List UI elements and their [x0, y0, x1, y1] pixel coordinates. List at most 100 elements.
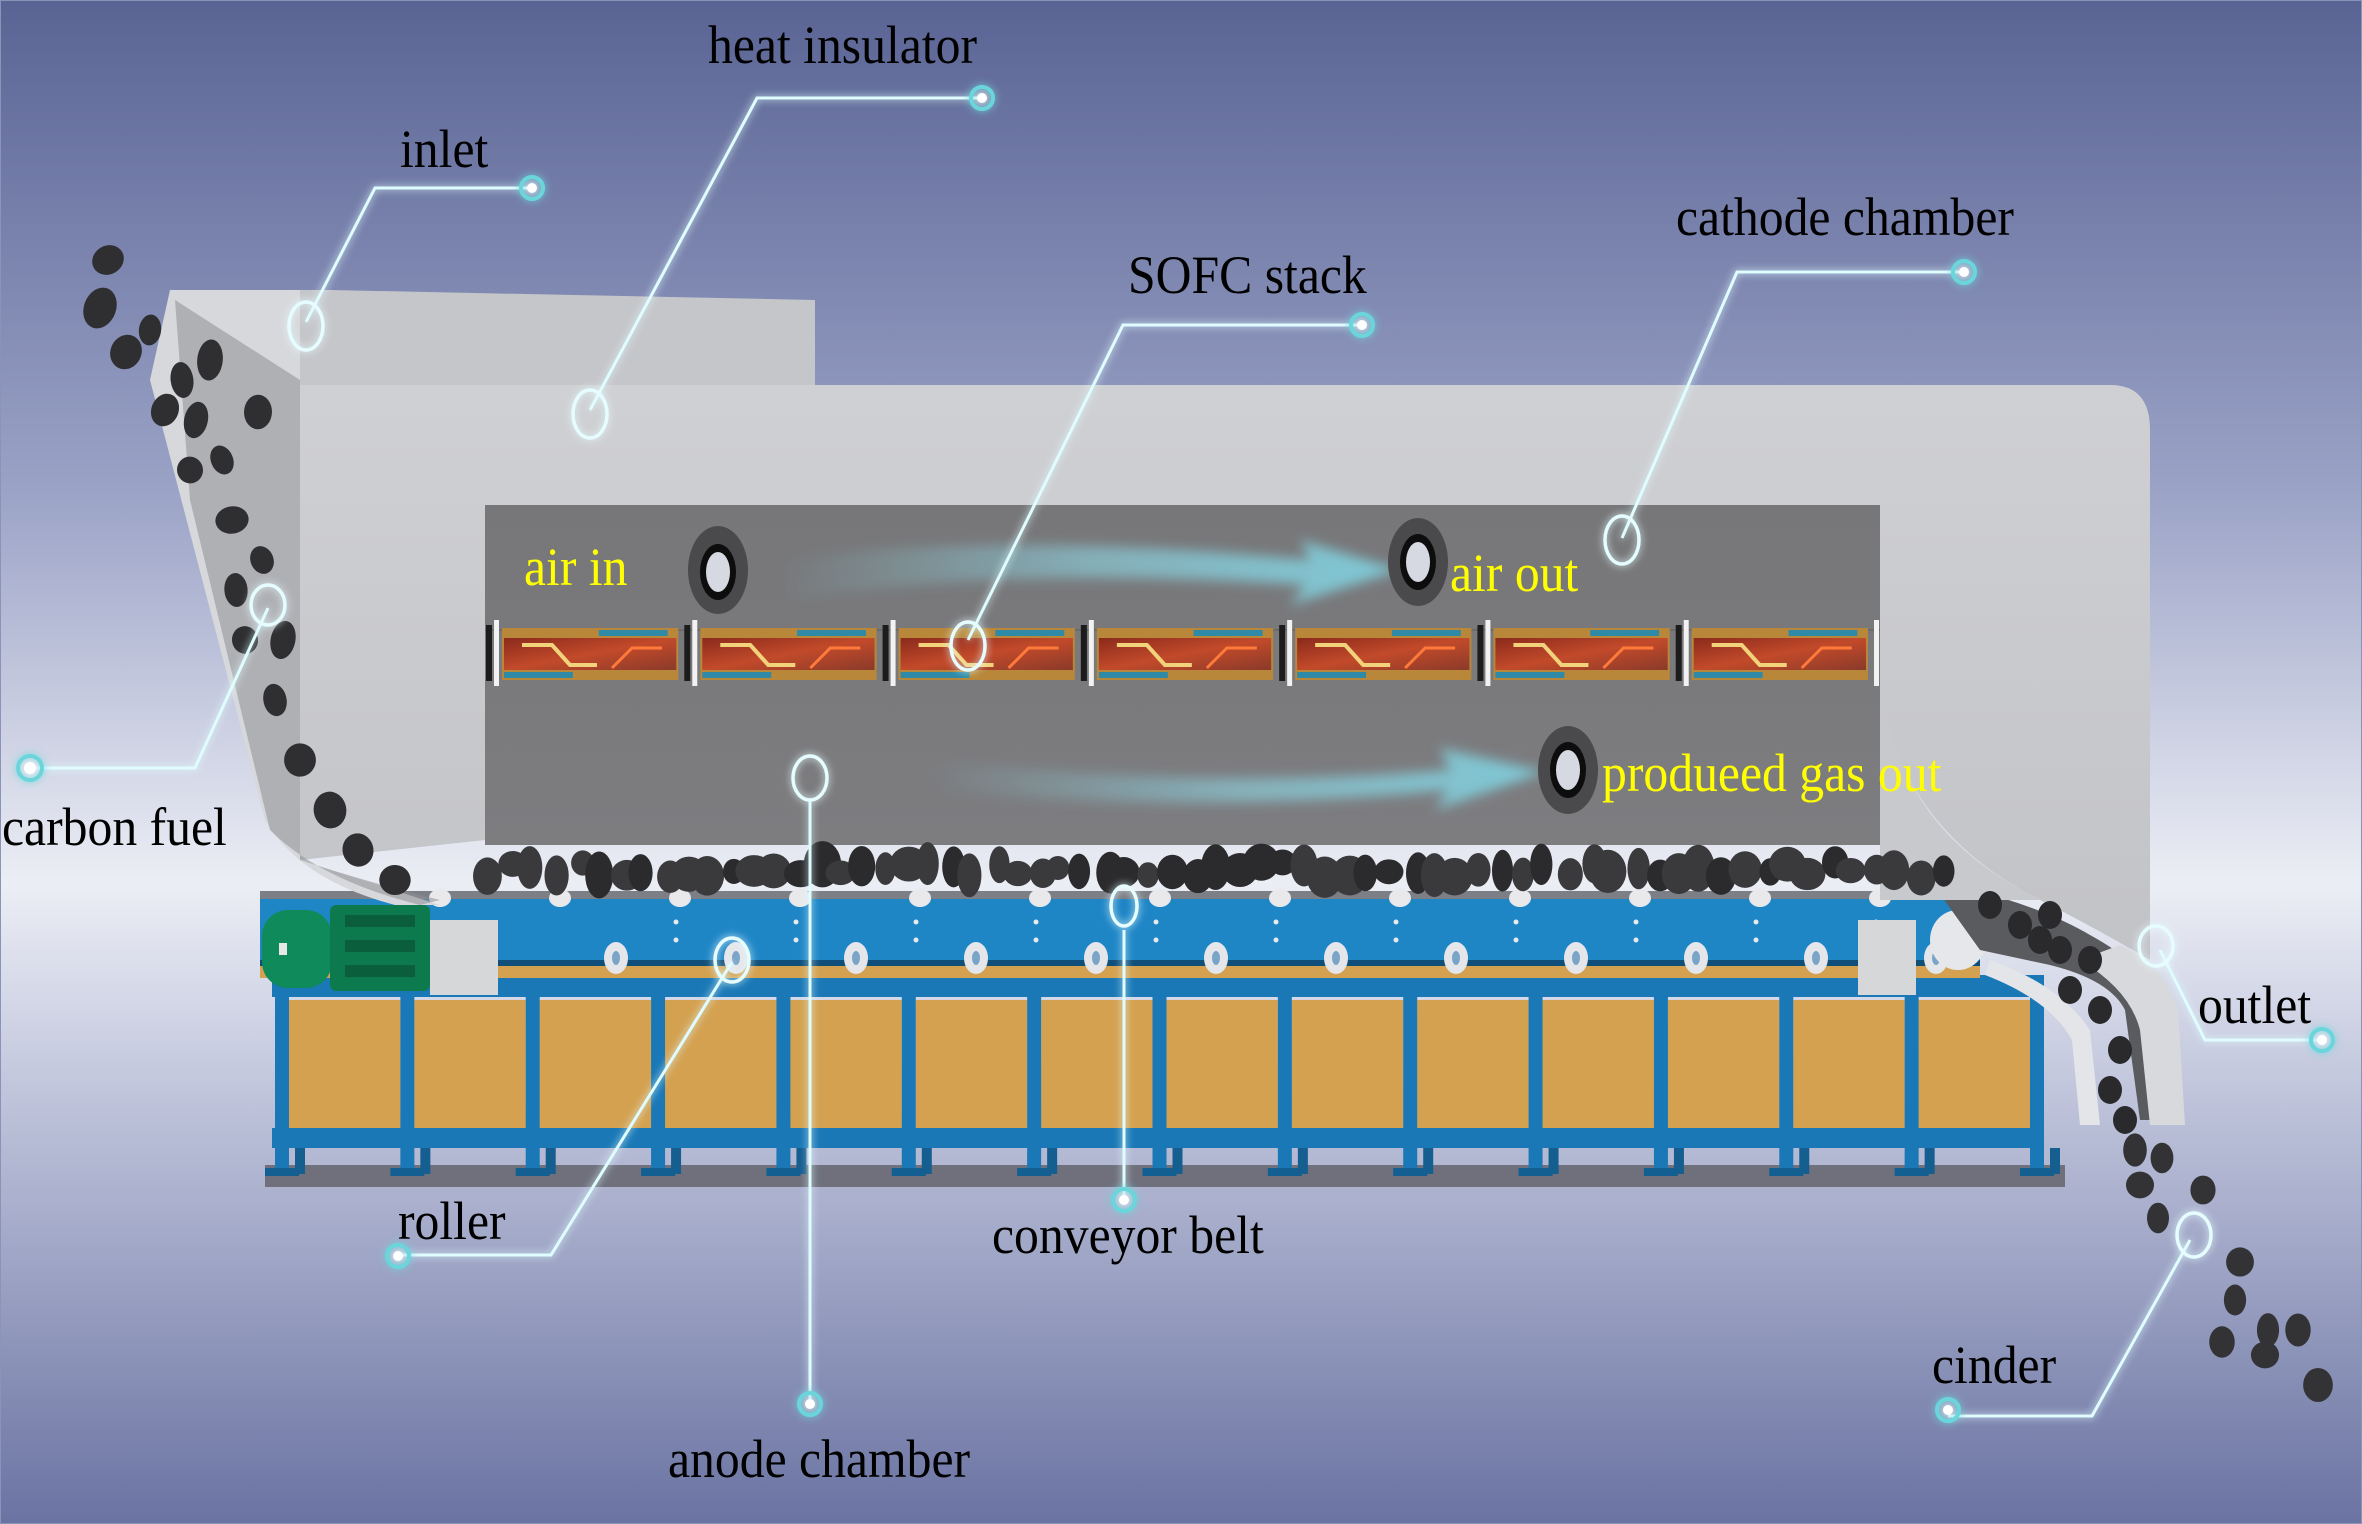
side-roller — [964, 919, 1039, 974]
side-roller — [604, 919, 679, 974]
cinder-particle — [2250, 1341, 2280, 1369]
frame-foot — [1518, 1168, 1553, 1176]
coal-particle — [1156, 854, 1188, 890]
sofc-cell — [882, 620, 1075, 686]
sofc-stack — [486, 620, 1879, 686]
frame-post — [1277, 975, 1292, 1175]
callout-line-outlet — [2158, 949, 2320, 1042]
frame-panel — [915, 1000, 1028, 1128]
cinder-particle — [2125, 1171, 2155, 1199]
top-roller — [1509, 889, 1531, 907]
coal-particle — [825, 860, 856, 886]
frame-post — [275, 975, 289, 1175]
top-roller — [789, 889, 811, 907]
callout-line-inlet — [304, 186, 530, 323]
callout-line-cathode-chamber — [1620, 270, 1962, 539]
coal-particle — [92, 245, 124, 275]
frame-foot — [265, 1168, 299, 1176]
frame-foot — [1142, 1168, 1177, 1176]
label-carbon-fuel: carbon fuel — [2, 797, 227, 857]
side-roller — [1444, 919, 1519, 974]
side-roller — [1204, 919, 1279, 974]
conveyor-belt-end-dot — [1111, 1187, 1137, 1213]
coal-particle — [585, 851, 614, 899]
label-anode-chamber: anode chamber — [668, 1429, 971, 1489]
frame-foot — [390, 1168, 425, 1176]
coal-particle — [2058, 976, 2082, 1004]
anode-chamber-anchor-ring — [791, 754, 829, 802]
callout-line-carbon-fuel — [30, 607, 270, 770]
frame-post — [1027, 975, 1042, 1175]
roller-end-dot — [385, 1243, 411, 1269]
drive-motor — [262, 905, 1986, 995]
frame-foot — [891, 1168, 926, 1176]
label-air-out: air out — [1450, 543, 1579, 603]
cinder-particle — [2226, 1247, 2254, 1277]
sofc-cell — [486, 620, 679, 686]
gas-out-port — [1538, 726, 1598, 814]
stack-separator — [1683, 620, 1689, 686]
coal-particle — [957, 853, 982, 898]
cinder-particle — [2209, 1326, 2235, 1358]
coal-particle — [1978, 891, 2002, 919]
stack-separator — [692, 620, 698, 686]
coal-particle — [1511, 857, 1534, 892]
callout-line-cinder — [1948, 1239, 2192, 1418]
cinder-particle — [2150, 1142, 2174, 1174]
sofc-stack-anchor-ring — [949, 620, 987, 672]
coal-particle — [1932, 855, 1955, 887]
frame-post — [776, 975, 791, 1175]
stack-separator — [494, 620, 499, 686]
coal-particle — [1003, 860, 1033, 887]
frame-panel — [1667, 1000, 1780, 1128]
coal-particle — [1835, 857, 1866, 884]
label-roller: roller — [398, 1191, 506, 1251]
coal-particle — [197, 339, 223, 381]
coal-particle — [2113, 1106, 2137, 1134]
frame-panel — [1291, 1000, 1404, 1128]
frame-foot — [1894, 1168, 1929, 1176]
coal-particle — [2048, 936, 2072, 964]
top-roller — [1749, 889, 1771, 907]
coal-particle — [1557, 858, 1583, 891]
frame-foot — [515, 1168, 550, 1176]
inlet-anchor-ring — [287, 300, 325, 352]
coal-particle — [83, 287, 117, 329]
coal-particle — [1436, 857, 1473, 896]
sofc-stack-end-dot — [1349, 312, 1375, 338]
side-roller — [1324, 919, 1399, 974]
frame-panel — [790, 1000, 902, 1128]
coal-particle — [210, 445, 234, 475]
frame-panel — [539, 1000, 652, 1128]
carbon-fuel-end-dot — [16, 754, 44, 782]
coal-particle — [284, 743, 316, 777]
air-flow-arrow — [780, 540, 1400, 605]
coal-particle — [1530, 843, 1553, 886]
coal-particle — [1906, 860, 1936, 896]
coal-particle — [170, 362, 194, 398]
frame-post — [1528, 975, 1543, 1175]
stack-separator — [1485, 620, 1491, 686]
roller-anchor-ring — [713, 936, 751, 984]
coal-particle — [2008, 911, 2032, 939]
frame-post — [901, 975, 916, 1175]
air-out-port — [1388, 518, 1448, 606]
frame-post — [2030, 975, 2044, 1175]
frame-post — [1403, 975, 1418, 1175]
frame-post — [1653, 975, 1668, 1175]
coal-particle — [177, 456, 203, 484]
coal-particle — [517, 846, 543, 889]
coal-particle — [916, 842, 939, 886]
coal-particle — [1705, 857, 1736, 895]
conveyor-belt — [260, 889, 2131, 978]
sofc-cell — [1477, 620, 1670, 686]
side-roller — [1684, 919, 1759, 974]
sofc-cell — [1279, 620, 1472, 686]
cinder-particle — [2147, 1202, 2170, 1234]
top-roller — [1269, 889, 1291, 907]
coal-particle — [2038, 901, 2062, 929]
coal-particle — [110, 334, 142, 370]
coal-particle — [756, 853, 792, 889]
coal-particle — [1878, 850, 1910, 891]
frame-panel — [1918, 1000, 2030, 1128]
